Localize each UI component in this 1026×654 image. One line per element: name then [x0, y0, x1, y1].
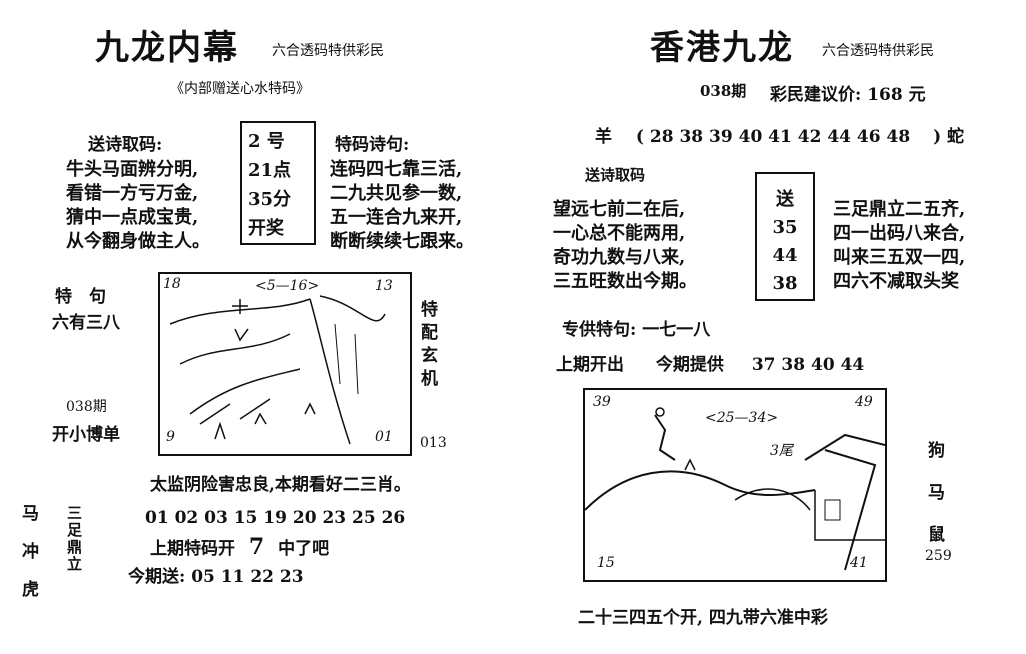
- right-price: 彩民建议价: 168 元: [770, 85, 926, 105]
- poem-line: 断断续续七跟来。: [330, 231, 474, 252]
- sketch-label-tr: 49: [855, 394, 873, 410]
- poem-line: 五一连合九来开,: [330, 207, 463, 228]
- sketch-label-bl: 15: [597, 555, 615, 571]
- poem-line: 猜中一点成宝贵,: [66, 207, 199, 228]
- sketch-label-mid: 3尾: [770, 443, 793, 459]
- poem-line: 三足鼎立二五齐,: [833, 199, 966, 220]
- poem-line: 四一出码八来合,: [833, 223, 966, 244]
- sheep-numbers: ( 28 38 39 40 41 42 44 46 48 ): [635, 127, 942, 147]
- last-issue-text: 上期特码开: [150, 539, 235, 559]
- last-issue-num: 7: [248, 534, 265, 560]
- last-out: 上期开出: [556, 355, 624, 375]
- right-gift-box: 送 35 44 38: [755, 172, 815, 301]
- left-code-poem: 连码四七靠三活, 二九共见参一数, 五一连合九来开, 断断续续七跟来。: [330, 158, 474, 254]
- poem-line: 三五旺数出今期。: [553, 271, 697, 292]
- mountain-sketch: [169, 295, 386, 445]
- left-draw-time-box: 2 号 21点 35分 开奖: [240, 121, 316, 245]
- right-sketch-panel: 39 <25—34> 49 3尾 15 41: [583, 388, 887, 582]
- right-animal-num: 259: [925, 548, 952, 564]
- sketch-label-tl: 39: [593, 394, 611, 410]
- left-subtitle: 六合透码特供彩民: [272, 43, 384, 59]
- poem-line: 连码四七靠三活,: [330, 159, 463, 180]
- animal-label: 马: [928, 483, 945, 503]
- last-issue-suffix: 中了吧: [278, 539, 330, 559]
- left-special-text: 六有三八: [52, 313, 120, 333]
- box-line: 21点: [248, 160, 292, 181]
- poem-line: 一心总不能两用,: [553, 223, 686, 244]
- box-line: 开奖: [248, 218, 284, 239]
- right-poem-title: 送诗取码: [585, 166, 646, 184]
- left-issue-sub: 开小博单: [52, 425, 120, 445]
- sketch-label-bl: 9: [166, 429, 175, 445]
- poem-line: 牛头马面辨分明,: [66, 159, 199, 180]
- right-bottom-line: 二十三四五个开, 四九带六准中彩: [578, 608, 828, 628]
- sketch-label-br: 01: [375, 429, 393, 445]
- left-numbers-row: 01 02 03 15 19 20 23 25 26: [145, 508, 406, 528]
- left-tagline: 《内部赠送心水特码》: [170, 81, 310, 97]
- sketch-label-tr: 13: [375, 278, 393, 294]
- sketch-label-top: <5—16>: [255, 278, 320, 294]
- left-this-issue: 今期送: 05 11 22 23: [128, 567, 304, 587]
- right-special-line: 专供特句: 一七一八: [562, 320, 711, 340]
- right-poem: 望远七前二在后, 一心总不能两用, 奇功九数与八来, 三五旺数出今期。: [553, 198, 697, 294]
- right-animals: 狗 马 鼠: [928, 430, 945, 556]
- vertical-char: 虎: [22, 580, 39, 600]
- box-line: 38: [772, 273, 798, 294]
- right-subtitle: 六合透码特供彩民: [822, 43, 934, 59]
- box-line: 44: [772, 245, 798, 266]
- left-poem: 牛头马面辨分明, 看错一方亏万金, 猜中一点成宝贵, 从今翻身做主人。: [66, 158, 210, 254]
- left-poem-title: 送诗取码:: [88, 135, 163, 155]
- poem-line: 四六不减取头奖: [833, 271, 959, 292]
- animal-label: 鼠: [928, 525, 945, 545]
- poem-line: 奇功九数与八来,: [553, 247, 686, 268]
- right-sheep-row: 羊 ( 28 38 39 40 41 42 44 46 48 ) 蛇: [595, 122, 964, 147]
- left-vertical-note: 特配玄机: [417, 300, 437, 392]
- left-title: 九龙内幕: [95, 28, 239, 68]
- vertical-char: 马: [22, 504, 39, 524]
- offer-numbers: 37 38 40 44: [751, 355, 865, 375]
- left-proverb: 太监阴险害忠良,本期看好二三肖。: [150, 475, 411, 495]
- right-title: 香港九龙: [650, 28, 794, 68]
- right-issue: 038期: [700, 82, 747, 100]
- poem-line: 看错一方亏万金,: [66, 183, 199, 204]
- left-last-issue: 上期特码开 7 中了吧: [150, 534, 329, 560]
- left-special-title: 特 句: [55, 287, 106, 307]
- poem-line: 叫来三五双一四,: [833, 247, 966, 268]
- left-code-poem-title: 特码诗句:: [335, 135, 410, 155]
- left-issue: 038期: [66, 399, 107, 415]
- sketch-label-top: <25—34>: [705, 410, 779, 426]
- sketch-label-tl: 18: [163, 276, 181, 292]
- box-line: 35: [772, 217, 798, 238]
- landscape-sketch: [585, 407, 885, 571]
- box-line: 2 号: [248, 131, 285, 152]
- animal-label: 狗: [928, 441, 945, 461]
- sketch-label-br: 41: [850, 555, 868, 571]
- poem-line: 望远七前二在后,: [553, 199, 686, 220]
- left-sketch-panel: 18 <5—16> 13 9 01: [158, 272, 412, 456]
- box-line: 送: [776, 189, 794, 210]
- sheep-label: 羊: [595, 127, 612, 147]
- snake-label: 蛇: [947, 127, 965, 147]
- right-poem2: 三足鼎立二五齐, 四一出码八来合, 叫来三五双一四, 四六不减取头奖: [833, 198, 965, 294]
- this-offer: 今期提供: [655, 355, 724, 375]
- box-line: 35分: [248, 189, 292, 210]
- vertical-char: 冲: [22, 542, 39, 562]
- poem-line: 二九共见参一数,: [330, 183, 463, 204]
- left-vertical-a: 马 冲 虎: [22, 495, 39, 609]
- left-vertical-b: 三足鼎立: [65, 505, 83, 573]
- poem-line: 从今翻身做主人。: [66, 231, 210, 252]
- right-offer-row: 上期开出 今期提供 37 38 40 44: [556, 350, 864, 375]
- left-side-num: 013: [420, 435, 447, 451]
